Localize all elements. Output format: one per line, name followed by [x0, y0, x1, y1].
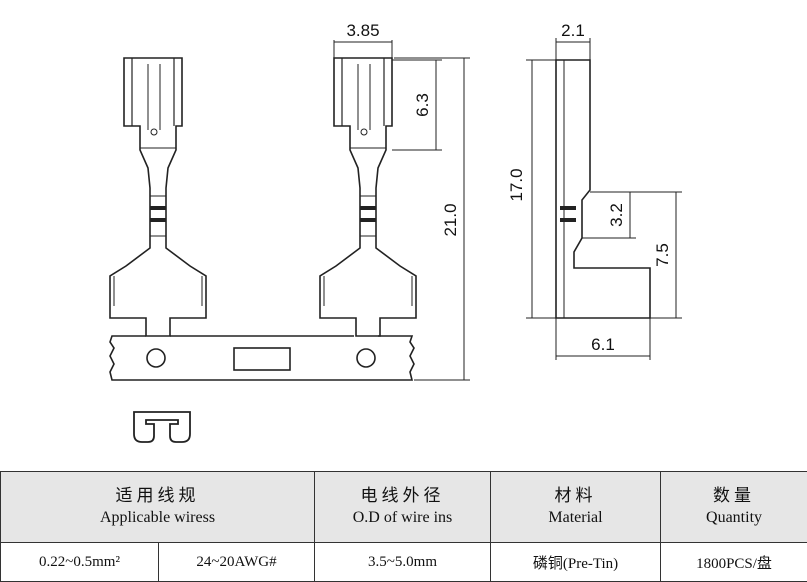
header-zh: 材料: [491, 485, 660, 507]
cell-wire-awg: 24~20AWG#: [159, 543, 315, 582]
dimension-side-small: 3.2: [582, 192, 636, 238]
cell-wire-mm2: 0.22~0.5mm²: [1, 543, 159, 582]
spec-table: 适用线规 Applicable wiress 电线外径 O.D of wire …: [0, 471, 807, 582]
cell-quantity: 1800PCS/盘: [661, 543, 807, 582]
header-en: Quantity: [661, 507, 807, 529]
header-zh: 数量: [661, 485, 807, 507]
header-material: 材料 Material: [491, 472, 661, 543]
dimension-top-width: 3.85: [334, 21, 392, 58]
dim-label-6-1: 6.1: [591, 335, 615, 354]
header-en: Applicable wiress: [1, 507, 314, 529]
terminal-drawing: 3.85 6.3 21.0 2.1 17.0 3.: [0, 0, 807, 470]
terminal-cross-section: [134, 412, 190, 442]
carrier-strip: [110, 336, 414, 380]
dimension-side-mid: 7.5: [636, 192, 682, 318]
dim-label-3-2: 3.2: [607, 203, 626, 227]
header-en: O.D of wire ins: [315, 507, 490, 529]
dim-label-6-3: 6.3: [413, 93, 432, 117]
terminal-side-view: [556, 60, 650, 318]
header-applicable-wire: 适用线规 Applicable wiress: [1, 472, 315, 543]
spec-table-header-row: 适用线规 Applicable wiress 电线外径 O.D of wire …: [1, 472, 807, 543]
dim-label-3-85: 3.85: [346, 21, 379, 40]
terminal-front-left: [110, 58, 206, 336]
terminal-front-right: [320, 58, 416, 336]
dimension-total-length: 21.0: [394, 58, 470, 380]
header-wire-od: 电线外径 O.D of wire ins: [315, 472, 491, 543]
dim-label-7-5: 7.5: [653, 243, 672, 267]
header-zh: 电线外径: [315, 485, 490, 507]
dimension-side-length: 17.0: [507, 60, 556, 318]
header-zh: 适用线规: [1, 485, 314, 507]
dimension-side-base: 6.1: [556, 318, 650, 360]
cell-material: 磷铜(Pre-Tin): [491, 543, 661, 582]
spec-table-row: 0.22~0.5mm² 24~20AWG# 3.5~5.0mm 磷铜(Pre-T…: [1, 543, 807, 582]
dimension-tab-length: 6.3: [392, 60, 442, 150]
dim-label-17-0: 17.0: [507, 168, 526, 201]
header-quantity: 数量 Quantity: [661, 472, 807, 543]
cell-wire-od: 3.5~5.0mm: [315, 543, 491, 582]
dim-label-21-0: 21.0: [441, 203, 460, 236]
dimension-side-thickness: 2.1: [556, 21, 590, 60]
dim-label-2-1: 2.1: [561, 21, 585, 40]
header-en: Material: [491, 507, 660, 529]
